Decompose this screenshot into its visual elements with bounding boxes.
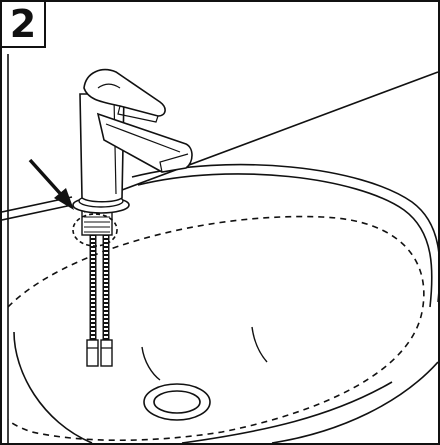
basin-shading-2 [141,346,161,381]
basin-bottom-curve [181,381,393,443]
step-number-badge: 2 [2,2,46,48]
underside-dashed-outline [7,215,425,442]
countertop-back-edge [121,71,438,191]
basin-shading-1 [251,326,268,363]
basin-outer-rim [131,163,438,302]
basin-bottom-curve-2 [271,361,438,443]
basin-left-curve [13,331,93,443]
dashed-highlight-icon [72,213,118,247]
basin-inner-rim [137,173,433,308]
faucet-spout [96,112,193,173]
countertop-edge-left-lower [2,204,73,221]
drain-inner [153,390,201,414]
faucet-lever-handle [83,68,166,117]
arrow-icon [28,158,74,210]
